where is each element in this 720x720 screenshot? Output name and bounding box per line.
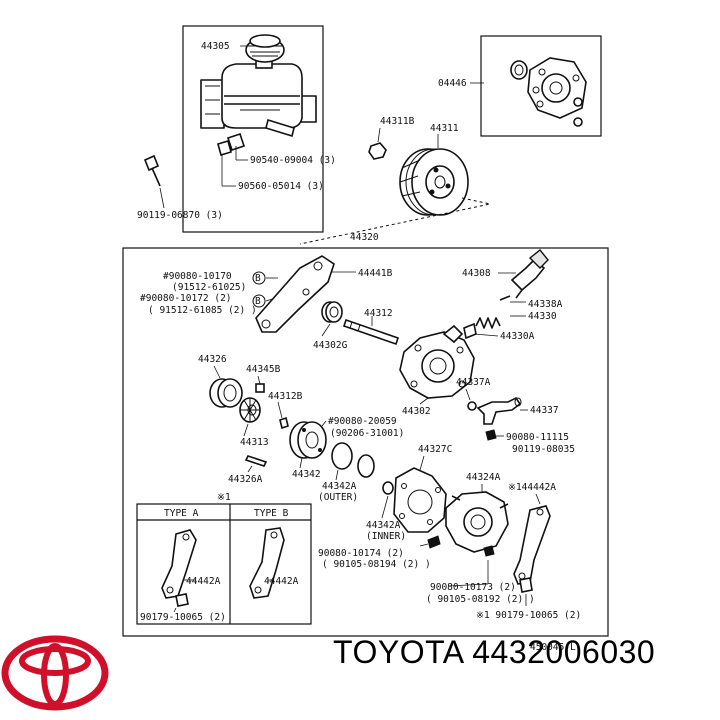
spring-illustration bbox=[475, 317, 501, 329]
label-shaft: 44312 bbox=[364, 308, 393, 319]
pin-illustration bbox=[255, 383, 265, 393]
label-plate-line1: #90080-20059 bbox=[328, 416, 397, 427]
label-side-plate: 44342 bbox=[292, 469, 321, 480]
valve-illustration bbox=[510, 249, 549, 299]
cam-ring-illustration bbox=[209, 378, 243, 408]
label-bolt-b2-line1: #90080-10172 (2) bbox=[140, 293, 232, 304]
label-pump-group: 44320 bbox=[350, 232, 379, 243]
label-bolt-top: 90119-06870 (3) bbox=[137, 210, 223, 221]
rear-housing-illustration bbox=[445, 491, 509, 553]
union-washer-illustration bbox=[467, 401, 477, 411]
label-reservoir-cap: 44305 bbox=[201, 41, 230, 52]
label-plate-line2: (90206-31001) bbox=[330, 428, 404, 439]
label-bolt-b1-line2: (91512-61025) bbox=[172, 282, 246, 293]
vane-illustration bbox=[244, 455, 268, 467]
label-bracket: 44441B bbox=[358, 268, 393, 279]
label-pipe-union: 44337A bbox=[456, 377, 491, 388]
label-type-a-nut: 90179-10065 (2) bbox=[140, 612, 226, 623]
label-bracket-bolt-line1: 90080-10173 (2) bbox=[430, 582, 516, 593]
label-oring-outer-line2: (OUTER) bbox=[318, 492, 358, 503]
label-type-a: TYPE A bbox=[164, 508, 199, 519]
b-marker-2 bbox=[252, 294, 266, 308]
label-front-housing: 44302 bbox=[402, 406, 431, 417]
oring-small-illustration bbox=[357, 454, 375, 478]
b-marker-2-text: B bbox=[255, 296, 261, 307]
label-bearing: 44302G bbox=[313, 340, 348, 351]
label-oring-outer-line1: 44342A bbox=[322, 481, 357, 492]
bracket-right-nut-illustration bbox=[519, 577, 533, 593]
seal-kit-frame bbox=[480, 35, 602, 137]
pulley-illustration bbox=[399, 148, 469, 216]
label-bracket-star: ※144442A bbox=[508, 482, 556, 493]
pump-group-frame bbox=[122, 247, 609, 637]
label-type-b-bracket: 44442A bbox=[264, 576, 299, 587]
oring-outer-illustration bbox=[331, 442, 353, 470]
rotor-illustration bbox=[239, 397, 261, 423]
label-nut: 44311B bbox=[380, 116, 415, 127]
toyota-logo bbox=[1, 635, 109, 711]
label-cam-ring: 44326 bbox=[198, 354, 227, 365]
label-key: 44312B bbox=[268, 391, 303, 402]
label-rotor: 44313 bbox=[240, 437, 269, 448]
rear-bolt-illustration bbox=[427, 535, 441, 549]
valve-seat-illustration bbox=[463, 322, 477, 340]
label-bracket-nut: ※1 90179-10065 (2) bbox=[476, 610, 581, 621]
label-bolt-b1-line1: #90080-10170 bbox=[163, 271, 232, 282]
bracket-right-illustration bbox=[513, 505, 551, 585]
union-bolt-illustration bbox=[485, 429, 497, 441]
label-pulley: 44311 bbox=[430, 123, 459, 134]
bolt-top-illustration bbox=[143, 154, 161, 187]
bracket-illustration bbox=[255, 255, 335, 333]
nut-illustration bbox=[368, 142, 387, 160]
label-union-bolt-line1: 90080-11115 bbox=[506, 432, 569, 443]
bearing-illustration bbox=[321, 301, 343, 323]
label-rear-bolt-line1: 90080-10174 (2) bbox=[318, 548, 404, 559]
label-valve-seat: 44330A bbox=[500, 331, 535, 342]
bracket-bolt-illustration bbox=[483, 545, 495, 557]
reservoir-illustration bbox=[200, 34, 317, 157]
label-type-a-bracket: 44442A bbox=[186, 576, 221, 587]
front-housing-illustration bbox=[399, 324, 475, 399]
label-figure-code: 450045-L bbox=[530, 642, 576, 653]
label-oring-inner-line2: (INNER) bbox=[366, 531, 406, 542]
label-seal-kit: 04446 bbox=[438, 78, 467, 89]
label-valve: 44308 bbox=[462, 268, 491, 279]
valve-spring-pin bbox=[499, 295, 511, 301]
label-union: 44337 bbox=[530, 405, 559, 416]
type-box-frame bbox=[136, 503, 312, 625]
label-gasket: 44327C bbox=[418, 444, 452, 455]
seal-kit-illustration bbox=[510, 57, 587, 127]
assembly-dashed-line bbox=[299, 197, 491, 245]
side-plate-illustration bbox=[289, 421, 327, 459]
label-note-star1: ※1 bbox=[217, 492, 231, 503]
label-type-b: TYPE B bbox=[254, 508, 289, 519]
b-marker-1-text: B bbox=[255, 273, 261, 284]
oring-inner-illustration bbox=[382, 481, 394, 495]
type-b-bracket-illustration bbox=[249, 527, 285, 599]
key-illustration bbox=[279, 416, 289, 430]
type-a-bracket-illustration bbox=[161, 529, 197, 607]
gasket-illustration bbox=[393, 467, 447, 533]
part-number-caption: TOYOTA 4432006030 bbox=[333, 634, 656, 670]
label-pin: 44345B bbox=[246, 364, 281, 375]
label-rear-bolt-line2: ( 90105-08194 (2) ) bbox=[322, 559, 431, 570]
label-spring: 44330 bbox=[528, 311, 557, 322]
label-oring-inner-line1: 44342A bbox=[366, 520, 401, 531]
reservoir-group-frame bbox=[182, 25, 324, 233]
label-vane: 44326A bbox=[228, 474, 263, 485]
label-clip-b: 90560-05014 (3) bbox=[238, 181, 324, 192]
label-clip-a: 90540-09004 (3) bbox=[250, 155, 336, 166]
label-bracket-bolt-line2: ( 90105-08192 (2) ) bbox=[426, 594, 535, 605]
union-illustration bbox=[476, 396, 522, 425]
label-rear-housing: 44324A bbox=[466, 472, 501, 483]
shaft-illustration bbox=[342, 318, 400, 346]
b-marker-1 bbox=[252, 271, 266, 285]
label-valve-spring: 44338A bbox=[528, 299, 563, 310]
label-union-bolt-line2: 90119-08035 bbox=[512, 444, 575, 455]
label-bolt-b2-line2: ( 91512-61085 (2) ) bbox=[148, 305, 257, 316]
